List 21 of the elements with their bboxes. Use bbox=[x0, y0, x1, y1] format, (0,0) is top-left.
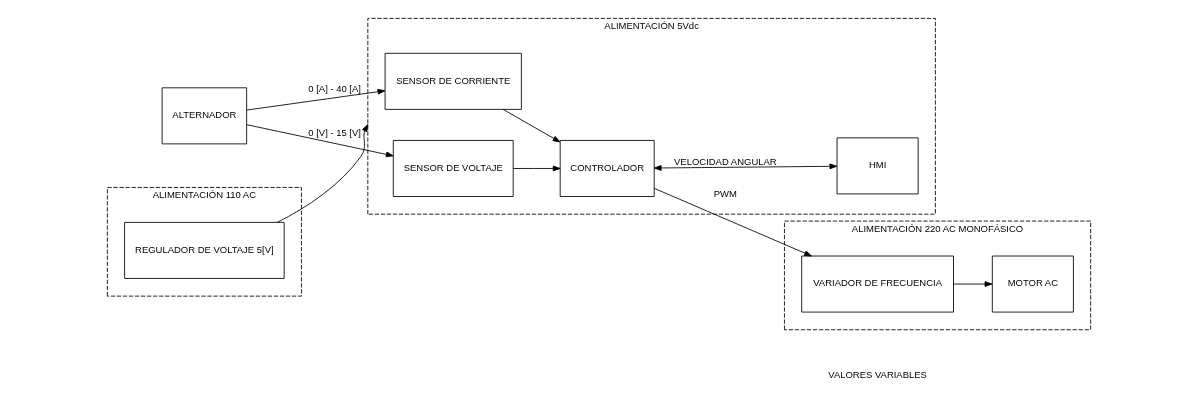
node-box: SENSOR DE VOLTAJE bbox=[392, 140, 514, 197]
edge-label: 0 [A] - 40 [A] bbox=[308, 83, 361, 95]
node-box: ALTERNADOR bbox=[161, 87, 248, 145]
edge-label: VELOCIDAD ANGULAR bbox=[674, 155, 777, 167]
arrow bbox=[502, 108, 561, 143]
arrow bbox=[653, 187, 812, 257]
arrow bbox=[512, 165, 561, 172]
node-box: SENSOR DE CORRIENTE bbox=[384, 52, 522, 110]
label: VALORES VARIABLES bbox=[828, 368, 927, 380]
arrow bbox=[653, 163, 838, 171]
arrow bbox=[246, 88, 386, 111]
arrow bbox=[276, 124, 369, 223]
edge-label: PWM bbox=[713, 187, 737, 199]
node-box: HMI bbox=[836, 137, 919, 195]
node-box: REGULADOR DE VOLTAJE 5[V] bbox=[124, 221, 285, 279]
node-box: MOTOR AC bbox=[991, 255, 1074, 313]
node-box: CONTROLADOR bbox=[559, 140, 655, 197]
edge-label: 0 [V] - 15 [V] bbox=[308, 127, 361, 139]
node-box: VARIADOR DE FRECUENCIA bbox=[801, 255, 954, 313]
arrow bbox=[246, 124, 394, 158]
arrow bbox=[953, 281, 993, 287]
